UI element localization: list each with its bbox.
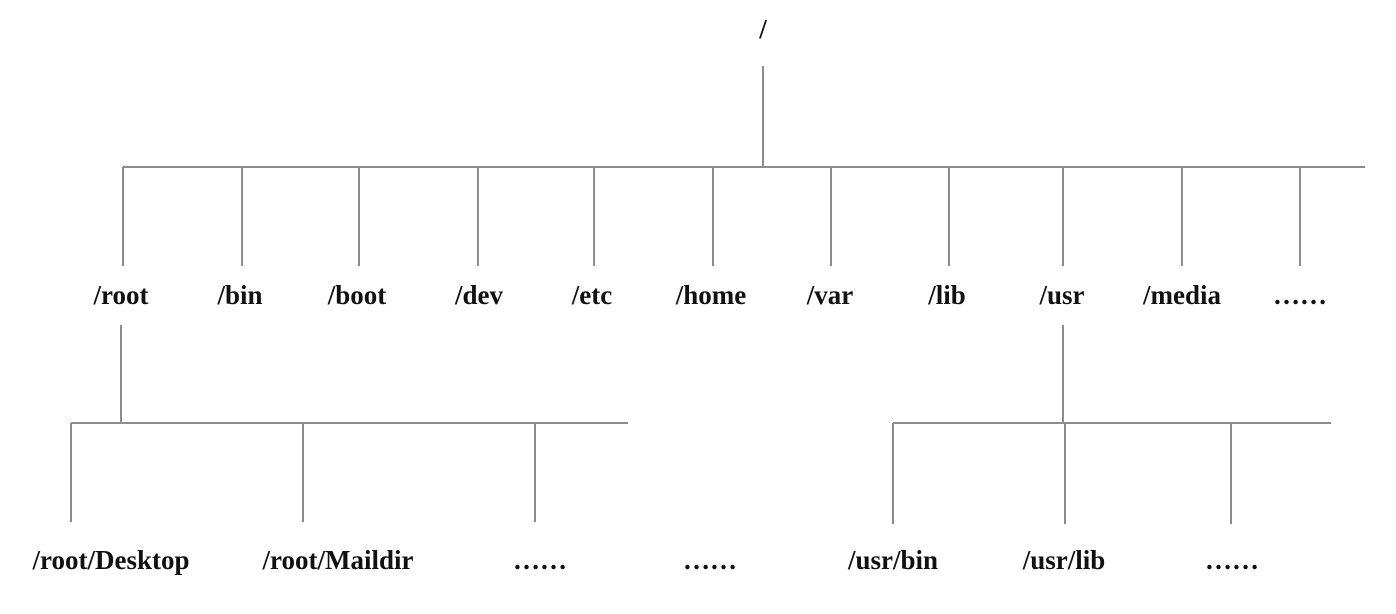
node-level2-more: …… xyxy=(683,545,737,575)
edges-root-level1 xyxy=(122,66,1365,266)
root-dir-children: /root/Desktop /root/Maildir …… …… xyxy=(31,545,737,575)
node-usr-bin: /usr/bin xyxy=(847,545,938,575)
usr-children: /usr/bin /usr/lib …… xyxy=(847,545,1259,575)
node-bin: /bin xyxy=(216,280,262,310)
node-lib: /lib xyxy=(927,280,966,310)
node-usr-more: …… xyxy=(1205,545,1259,575)
node-root-dir: /root xyxy=(93,280,149,310)
node-media: /media xyxy=(1142,280,1221,310)
edges-root-dir-children xyxy=(70,325,628,522)
node-root-more: …… xyxy=(513,545,567,575)
node-etc: /etc xyxy=(571,280,612,310)
node-boot: /boot xyxy=(327,280,387,310)
edges-usr-children xyxy=(892,325,1331,524)
node-more-dirs: …… xyxy=(1273,280,1327,310)
node-usr-lib: /usr/lib xyxy=(1022,545,1106,575)
node-root: / xyxy=(758,14,767,44)
node-root-desktop: /root/Desktop xyxy=(31,545,189,575)
node-home: /home xyxy=(675,280,747,310)
node-root-maildir: /root/Maildir xyxy=(262,545,414,575)
node-var: /var xyxy=(806,280,854,310)
node-dev: /dev xyxy=(454,280,504,310)
node-usr: /usr xyxy=(1038,280,1084,310)
level1-nodes: /root /bin /boot /dev /etc /home /var /l… xyxy=(93,280,1328,310)
